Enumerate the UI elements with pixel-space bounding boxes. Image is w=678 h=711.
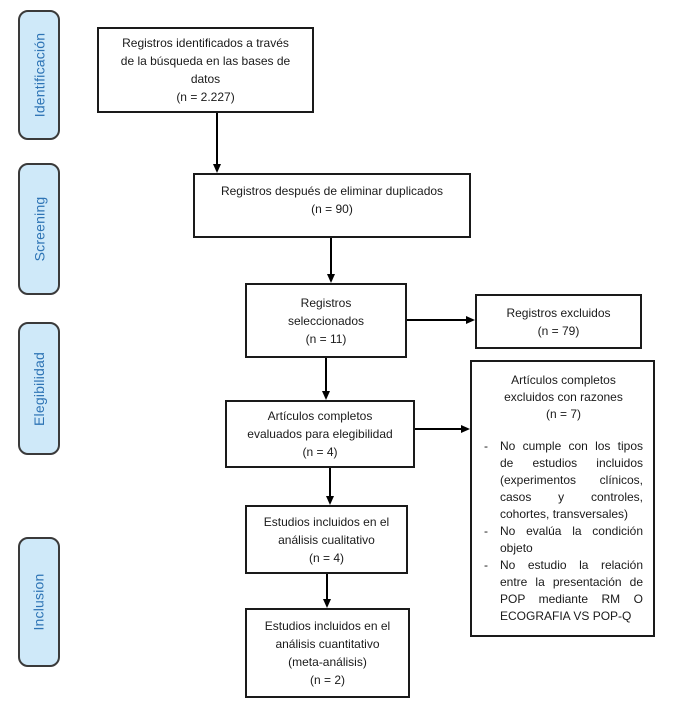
box-records-identified: Registros identificados a través de la b…: [97, 27, 314, 113]
stage-label-inclusion: Inclusion: [18, 537, 60, 667]
exclusion-reason-item: - No estudio la relación entre la presen…: [484, 557, 643, 625]
stage-label-identification-text: Identificación: [31, 32, 47, 118]
exclusion-reason-item: - No cumple con los tipos de estudios in…: [484, 438, 643, 523]
arrow-identified-to-duplicates: [212, 113, 221, 173]
bullet-dash: -: [484, 439, 488, 454]
stage-label-identification: Identificación: [18, 10, 60, 140]
arrow-fulltext-to-excluded-reasons: [415, 424, 470, 433]
stage-label-eligibility-text: Elegibilidad: [31, 351, 48, 426]
arrow-screened-to-fulltext: [321, 358, 330, 400]
fulltext-excluded-title: Artículos completos excluidos con razone…: [504, 373, 623, 422]
bullet-dash: -: [484, 558, 488, 573]
bullet-dash: -: [484, 524, 488, 539]
stage-label-screening-text: Screening: [31, 196, 47, 262]
box-qualitative-included: Estudios incluidos en el análisis cualit…: [245, 505, 408, 574]
stage-label-eligibility: Elegibilidad: [18, 322, 60, 455]
box-records-excluded: Registros excluidos (n = 79): [475, 294, 642, 349]
stage-label-screening: Screening: [18, 163, 60, 295]
arrow-duplicates-to-screened: [326, 238, 335, 283]
box-fulltext-assessed: Artículos completos evaluados para elegi…: [225, 400, 415, 468]
box-fulltext-excluded-reasons: Artículos completos excluidos con razone…: [470, 360, 655, 637]
stage-label-inclusion-text: Inclusion: [31, 573, 47, 631]
exclusion-reason-item: - No evalúa la condición objeto: [484, 523, 643, 557]
exclusion-reason-text: No cumple con los tipos de estudios incl…: [500, 439, 643, 522]
arrow-screened-to-excluded: [407, 315, 475, 324]
exclusion-reason-text: No evalúa la condición objeto: [500, 524, 643, 556]
box-records-screened: Registros seleccionados (n = 11): [245, 283, 407, 358]
box-quantitative-included: Estudios incluidos en el análisis cuanti…: [245, 608, 410, 698]
arrow-qualitative-to-quantitative: [322, 574, 331, 608]
exclusion-reason-text: No estudio la relación entre la presenta…: [500, 558, 643, 624]
arrow-fulltext-to-qualitative: [325, 468, 334, 505]
box-records-after-duplicates: Registros después de eliminar duplicados…: [193, 173, 471, 238]
